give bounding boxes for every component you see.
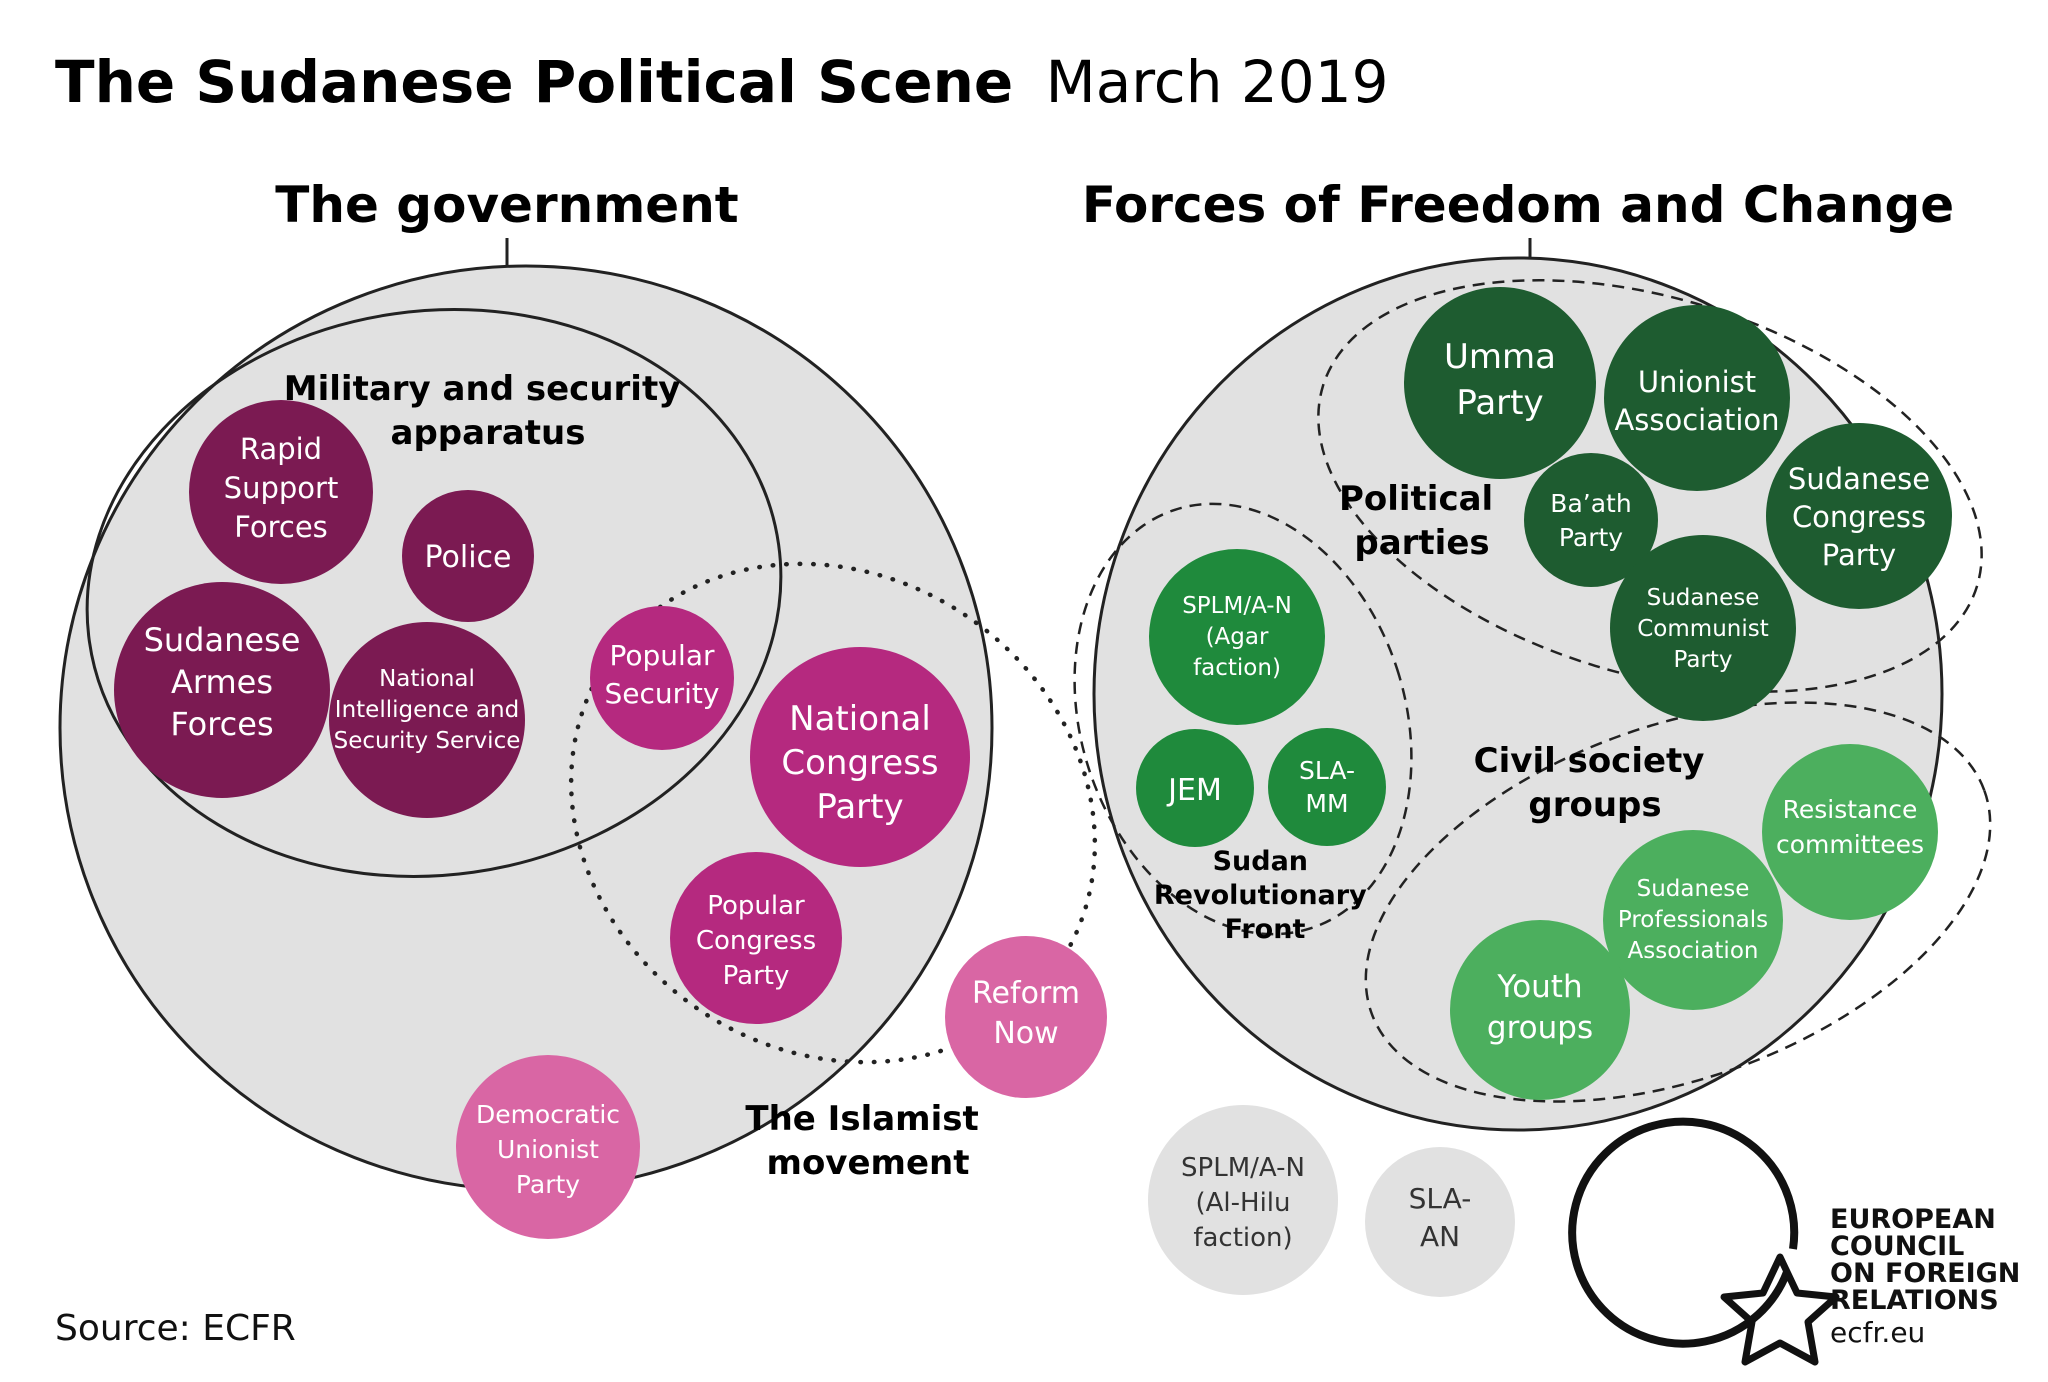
source-note: Source: ECFR xyxy=(55,1308,296,1349)
svg-text:Police: Police xyxy=(425,540,512,575)
political-parties-label: Political parties xyxy=(1339,479,1505,563)
logo-wordmark: EUROPEAN COUNCIL ON FOREIGN RELATIONS xyxy=(1830,1204,2030,1316)
star-icon xyxy=(1720,1253,1840,1366)
svg-text:SLA-MM: SLA-MM xyxy=(1299,756,1355,818)
actor-sla-mm: SLA-MM xyxy=(1268,728,1386,846)
military-label: Military and security apparatus xyxy=(284,369,692,453)
ecfr-logo: EUROPEAN COUNCIL ON FOREIGN RELATIONS ec… xyxy=(1568,1117,2030,1366)
political-parties-ellipse xyxy=(1317,279,1983,693)
civil-society-label: Civil society groups xyxy=(1474,741,1717,825)
islamist-label: The Islamist movement xyxy=(745,1099,990,1183)
srf-label: Sudan Revolutionary Front xyxy=(1154,846,1376,945)
actor-police: Police xyxy=(402,490,534,622)
logo-url: ecfr.eu xyxy=(1830,1316,1925,1349)
civil-society-ellipse xyxy=(1364,701,1992,1103)
svg-text:JEM: JEM xyxy=(1166,773,1222,808)
ffc-heading: Forces of Freedom and Change xyxy=(1082,176,1954,234)
government-heading: The government xyxy=(275,176,738,234)
page-title: The Sudanese Political Scene March 2019 xyxy=(55,48,1389,116)
srf-ellipse xyxy=(1073,502,1413,936)
military-ellipse xyxy=(85,308,783,878)
actor-sla-an: SLA-AN xyxy=(1365,1147,1515,1297)
logo-ring-icon xyxy=(1568,1117,1799,1348)
svg-text:SLA-AN: SLA-AN xyxy=(1409,1182,1472,1253)
actor-jem: JEM xyxy=(1136,729,1254,847)
